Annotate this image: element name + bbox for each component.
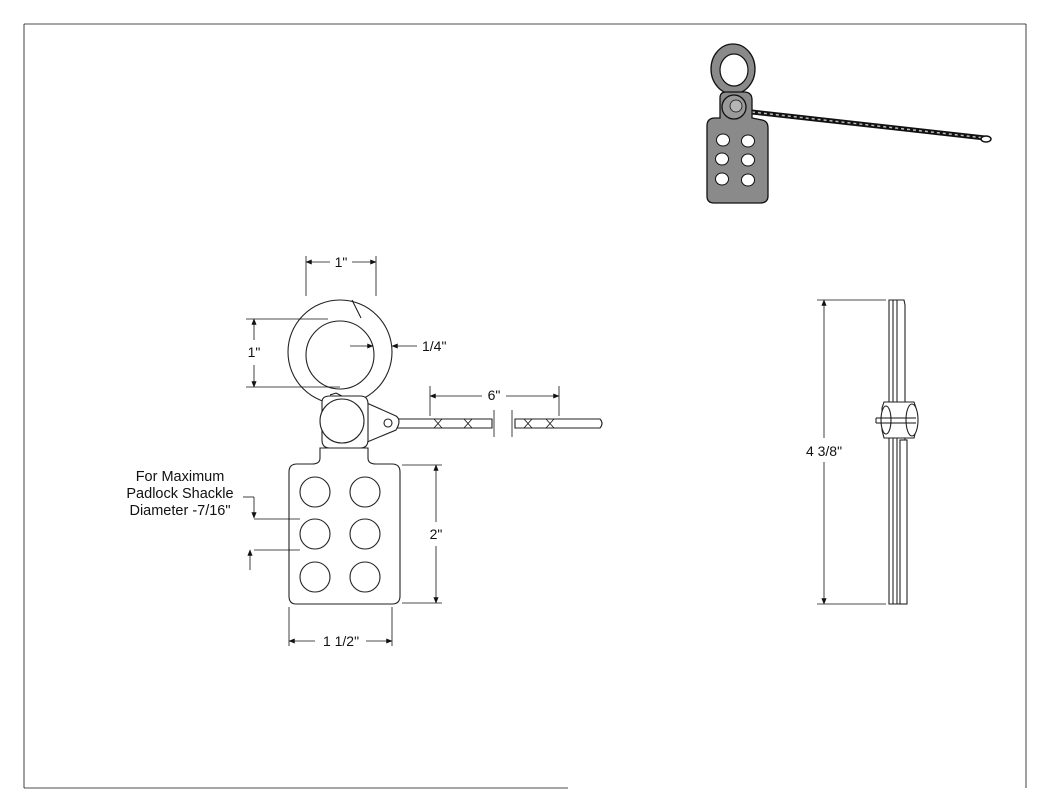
dim-plate-height: 2" — [402, 464, 443, 604]
dim-plate-height-label: 2" — [430, 526, 443, 542]
dim-ring-height: 1" — [246, 318, 340, 388]
shackle-note-line1: For Maximum — [136, 469, 225, 485]
shackle-note-line2: Padlock Shackle — [126, 486, 233, 502]
dim-ring-width-label: 1" — [335, 254, 348, 270]
dim-plate-width-label: 1 1/2" — [323, 633, 359, 649]
front-ring-inner — [305, 320, 375, 390]
dim-cable-length-label: 6" — [488, 387, 501, 403]
dim-overall-height-label: 4 3/8" — [806, 443, 842, 459]
dim-overall-height: 4 3/8" — [806, 299, 886, 605]
shackle-note-line3: Diameter -7/16" — [129, 503, 230, 519]
dim-ring-width: 1" — [305, 254, 377, 296]
iso-cable-end — [980, 135, 992, 143]
iso-cable — [751, 109, 986, 141]
cable-links — [433, 418, 555, 429]
dim-ring-thickness-label: 1/4" — [422, 338, 446, 354]
front-view: 1" 1" 1/4" 6" — [126, 254, 603, 649]
dim-plate-width: 1 1/2" — [288, 607, 393, 649]
cable-anchor — [359, 399, 400, 446]
dim-ring-thickness: 1/4" — [350, 338, 446, 354]
front-holes — [299, 476, 381, 593]
isometric-view — [706, 43, 992, 204]
dim-cable-length: 6" — [429, 386, 560, 437]
iso-holes — [715, 133, 755, 187]
drawing-border — [23, 23, 1027, 789]
dim-ring-height-label: 1" — [248, 344, 261, 360]
shackle-note: For Maximum Padlock Shackle Diameter -7/… — [126, 469, 300, 570]
side-view: 4 3/8" — [806, 299, 919, 605]
